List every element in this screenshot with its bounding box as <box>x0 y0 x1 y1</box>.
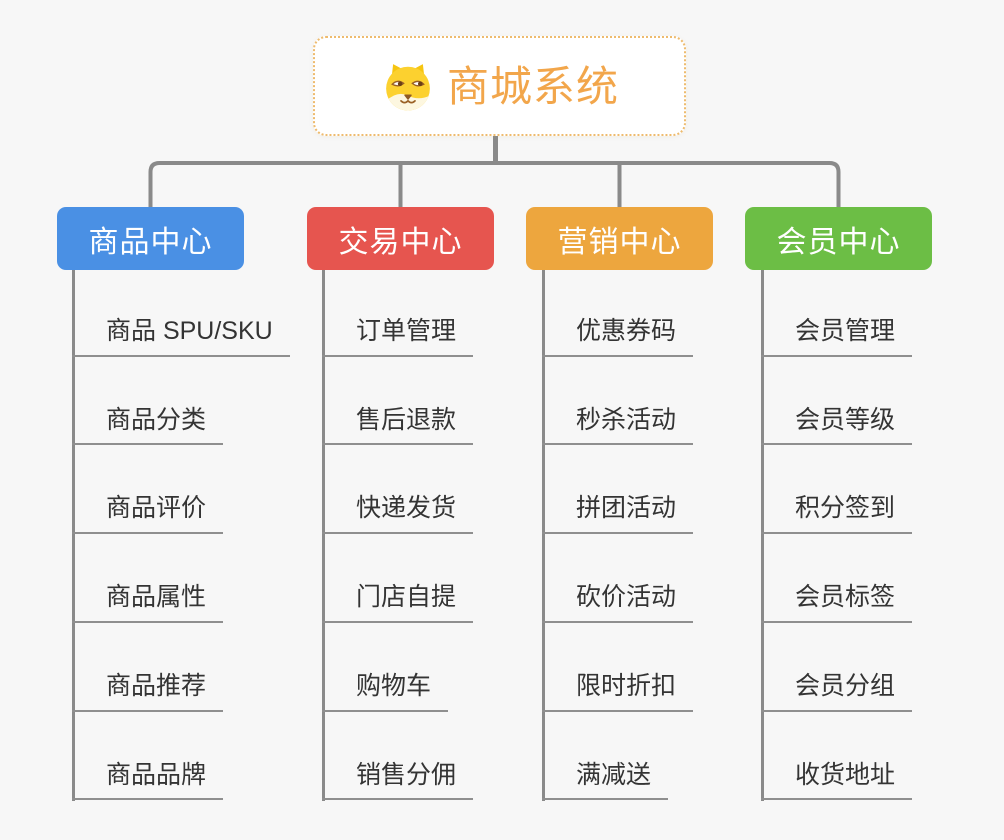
dog-eyes <box>391 80 425 87</box>
leaf-item[interactable]: 商品评价 <box>72 445 224 535</box>
leaf-column-member: 会员管理 会员等级 积分签到 会员标签 会员分组 收货地址 <box>761 268 913 801</box>
leaf-item[interactable]: 砍价活动 <box>542 534 694 623</box>
leaf-item[interactable]: 会员管理 <box>761 268 913 357</box>
branch-label: 交易中心 <box>338 225 463 259</box>
leaf-item[interactable]: 优惠券码 <box>542 268 694 357</box>
root-title: 商城系统 <box>446 63 619 110</box>
leaf-item[interactable]: 满减送 <box>542 712 669 801</box>
branch-label: 营销中心 <box>557 225 682 259</box>
leaf-item[interactable]: 商品品牌 <box>72 712 224 801</box>
bus-line <box>148 161 841 208</box>
leaf-item[interactable]: 商品 SPU/SKU <box>72 268 290 357</box>
leaf-item[interactable]: 商品分类 <box>72 357 224 446</box>
leaf-item[interactable]: 订单管理 <box>322 268 474 357</box>
branch-label: 会员中心 <box>776 225 901 259</box>
branch-label: 商品中心 <box>88 225 213 259</box>
leaf-item[interactable]: 商品属性 <box>72 534 224 623</box>
branch-node-marketing[interactable]: 营销中心 <box>526 207 713 270</box>
leaf-item[interactable]: 商品推荐 <box>72 623 224 712</box>
branch-node-goods[interactable]: 商品中心 <box>57 207 244 270</box>
leaf-item[interactable]: 会员标签 <box>761 534 913 623</box>
branch-node-member[interactable]: 会员中心 <box>745 207 932 270</box>
leaf-item[interactable]: 销售分佣 <box>322 712 474 801</box>
branch-node-trade[interactable]: 交易中心 <box>307 207 494 270</box>
leaf-item[interactable]: 快递发货 <box>322 445 474 535</box>
leaf-item[interactable]: 拼团活动 <box>542 445 694 535</box>
leaf-item[interactable]: 购物车 <box>322 623 449 712</box>
leaf-item[interactable]: 会员等级 <box>761 357 913 446</box>
leaf-item[interactable]: 会员分组 <box>761 623 913 712</box>
leaf-item[interactable]: 限时折扣 <box>542 623 694 712</box>
leaf-column-goods: 商品 SPU/SKU 商品分类 商品评价 商品属性 商品推荐 商品品牌 <box>72 268 290 801</box>
leaf-item[interactable]: 收货地址 <box>761 712 913 801</box>
dog-icon <box>386 64 430 111</box>
leaf-item[interactable]: 门店自提 <box>322 534 474 623</box>
leaf-column-trade: 订单管理 售后退款 快递发货 门店自提 购物车 销售分佣 <box>322 268 474 801</box>
leaf-item[interactable]: 售后退款 <box>322 357 474 446</box>
root-node[interactable]: 商城系统 <box>313 36 686 136</box>
leaf-item[interactable]: 积分签到 <box>761 445 913 535</box>
leaf-column-marketing: 优惠券码 秒杀活动 拼团活动 砍价活动 限时折扣 满减送 <box>542 268 694 801</box>
leaf-item[interactable]: 秒杀活动 <box>542 357 694 446</box>
dog-nose-mouth <box>400 94 416 104</box>
